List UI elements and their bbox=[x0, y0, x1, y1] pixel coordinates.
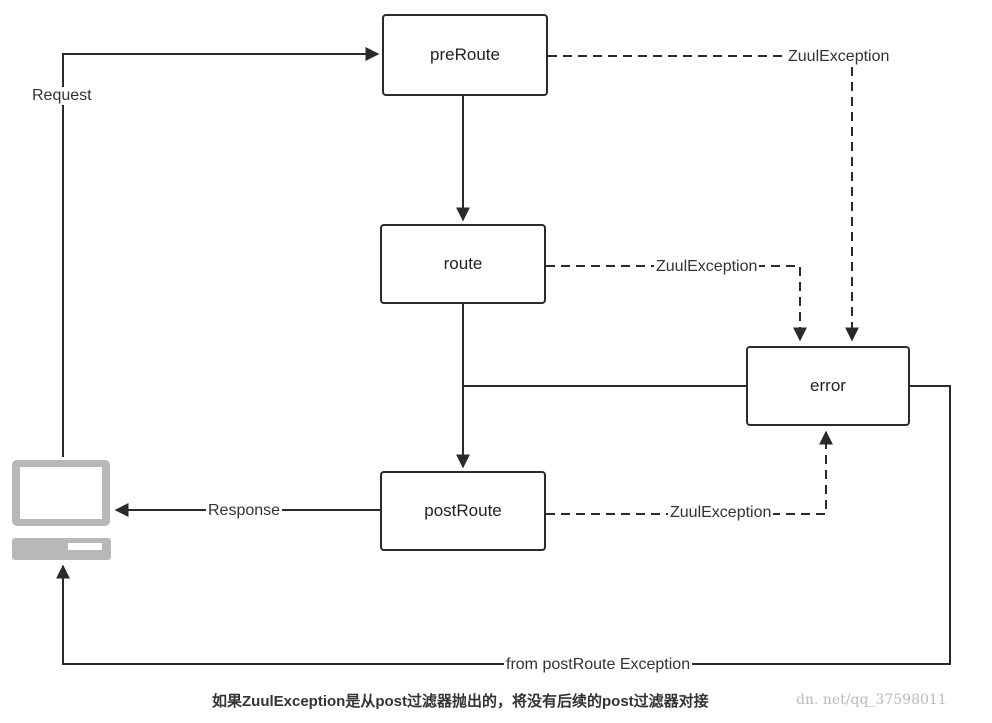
route-exception-edge bbox=[546, 265, 807, 342]
route-node: route bbox=[380, 224, 546, 304]
post-route-label: postRoute bbox=[424, 501, 502, 520]
pre-exception-edge bbox=[548, 55, 859, 342]
route-label: route bbox=[443, 254, 483, 273]
error-node: error bbox=[746, 346, 910, 426]
post-route-exception-label: ZuulException bbox=[668, 504, 774, 522]
request-label: Request bbox=[30, 87, 94, 105]
request-edge bbox=[62, 47, 380, 457]
post-route-exception-edge bbox=[546, 430, 833, 515]
diagram-caption: 如果ZuulException是从post过滤器抛出的，将没有后续的post过滤… bbox=[212, 693, 709, 710]
response-label: Response bbox=[206, 502, 283, 520]
route-exception-label: ZuulException bbox=[654, 258, 760, 276]
post-route-node: postRoute bbox=[380, 471, 546, 551]
post-exception-label: from postRoute Exception bbox=[504, 656, 693, 674]
watermark: dn. net/qq_37598011 bbox=[796, 692, 947, 708]
error-label: error bbox=[810, 376, 846, 395]
post-exception-edge bbox=[56, 385, 951, 665]
pre-route-node: preRoute bbox=[382, 14, 548, 96]
pre-exception-label: ZuulException bbox=[786, 48, 892, 66]
laptop-icon bbox=[12, 460, 111, 560]
pre-route-label: preRoute bbox=[430, 45, 500, 64]
